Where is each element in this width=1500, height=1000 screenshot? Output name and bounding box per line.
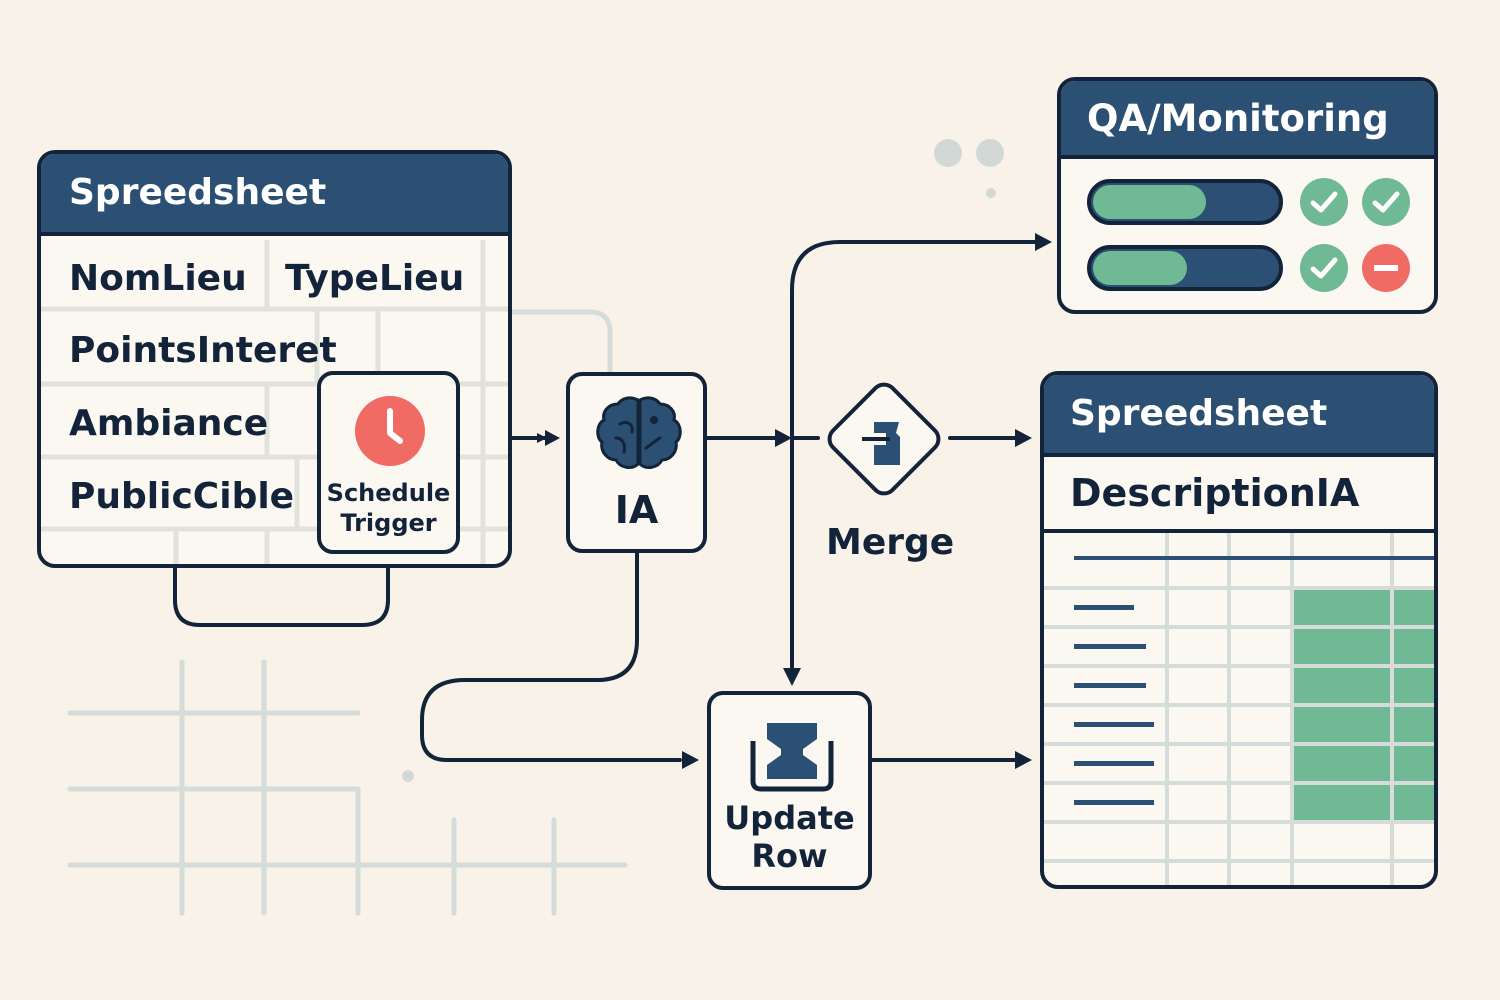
column-header: DescriptionIA	[1044, 453, 1434, 533]
arrowhead	[1035, 233, 1052, 251]
clock-icon	[355, 396, 425, 466]
highlighted-cell	[1294, 707, 1390, 742]
decor-dot	[976, 139, 1004, 167]
highlighted-cell	[1394, 668, 1434, 703]
trigger-label-line2: Trigger	[340, 509, 437, 537]
decor-dot	[986, 188, 996, 198]
highlighted-cell	[1294, 590, 1390, 625]
field-pointsinteret: PointsInteret	[69, 330, 337, 371]
qa-progress-bar	[1087, 179, 1283, 225]
field-ambiance: Ambiance	[69, 403, 269, 444]
error-minus-icon	[1362, 244, 1410, 292]
merge-diamond	[827, 382, 941, 496]
schedule-trigger-node[interactable]: Schedule Trigger	[317, 371, 460, 554]
merge-label: Merge	[826, 522, 955, 563]
highlighted-cell	[1294, 668, 1390, 703]
source-spreadsheet-header: Spreedsheet	[41, 154, 508, 236]
inbox-update-icon	[750, 723, 834, 792]
highlighted-cell	[1294, 746, 1390, 781]
highlighted-cell	[1394, 785, 1434, 820]
highlighted-cell	[1394, 746, 1434, 781]
ia-label: IA	[614, 488, 659, 532]
output-grid	[1044, 533, 1434, 885]
qa-progress-bar	[1087, 245, 1283, 291]
connector-ia-to-update	[420, 550, 682, 762]
update-label-line1: Update	[724, 799, 855, 837]
merge-node[interactable]	[820, 375, 948, 503]
check-icon	[1300, 244, 1348, 292]
merge-icon	[862, 422, 900, 465]
field-nomlieu: NomLieu	[69, 258, 247, 299]
check-icon	[1300, 178, 1348, 226]
arrowhead	[783, 668, 801, 686]
source-spreadsheet-title: Spreedsheet	[69, 172, 327, 213]
arrowhead	[545, 430, 560, 446]
highlighted-cell	[1394, 707, 1434, 742]
update-row-node[interactable]: Update Row	[707, 691, 872, 890]
arrowhead	[682, 751, 699, 769]
update-label-line2: Row	[751, 837, 828, 875]
bg-grid-line	[502, 309, 613, 383]
decor-dot	[934, 139, 962, 167]
check-icon	[1362, 178, 1410, 226]
highlighted-cell	[1294, 785, 1390, 820]
arrowhead	[1015, 429, 1032, 447]
ia-node[interactable]: IA	[566, 372, 707, 553]
brain-icon	[596, 396, 682, 469]
arrowhead	[1015, 751, 1032, 769]
column-descriptionia: DescriptionIA	[1070, 471, 1360, 515]
trigger-label-line1: Schedule	[326, 479, 451, 507]
connector-to-qa	[790, 240, 1037, 672]
qa-header: QA/Monitoring	[1061, 81, 1434, 159]
qa-progress-fill	[1093, 185, 1206, 219]
qa-progress-fill	[1093, 251, 1187, 285]
output-spreadsheet-title: Spreedsheet	[1070, 393, 1328, 434]
qa-monitoring-panel[interactable]: QA/Monitoring	[1057, 77, 1438, 314]
highlighted-cell	[1394, 590, 1434, 625]
highlighted-cell	[1394, 629, 1434, 664]
qa-title: QA/Monitoring	[1087, 97, 1389, 140]
highlighted-cell	[1294, 629, 1390, 664]
output-spreadsheet[interactable]: Spreedsheet DescriptionIA	[1040, 371, 1438, 889]
field-typelieu: TypeLieu	[285, 258, 465, 299]
arrowhead	[775, 429, 792, 447]
connector-trigger-loop	[173, 550, 390, 627]
field-publiccible: PublicCible	[69, 476, 295, 517]
output-spreadsheet-header: Spreedsheet	[1044, 375, 1434, 457]
decor-dot	[402, 770, 414, 782]
